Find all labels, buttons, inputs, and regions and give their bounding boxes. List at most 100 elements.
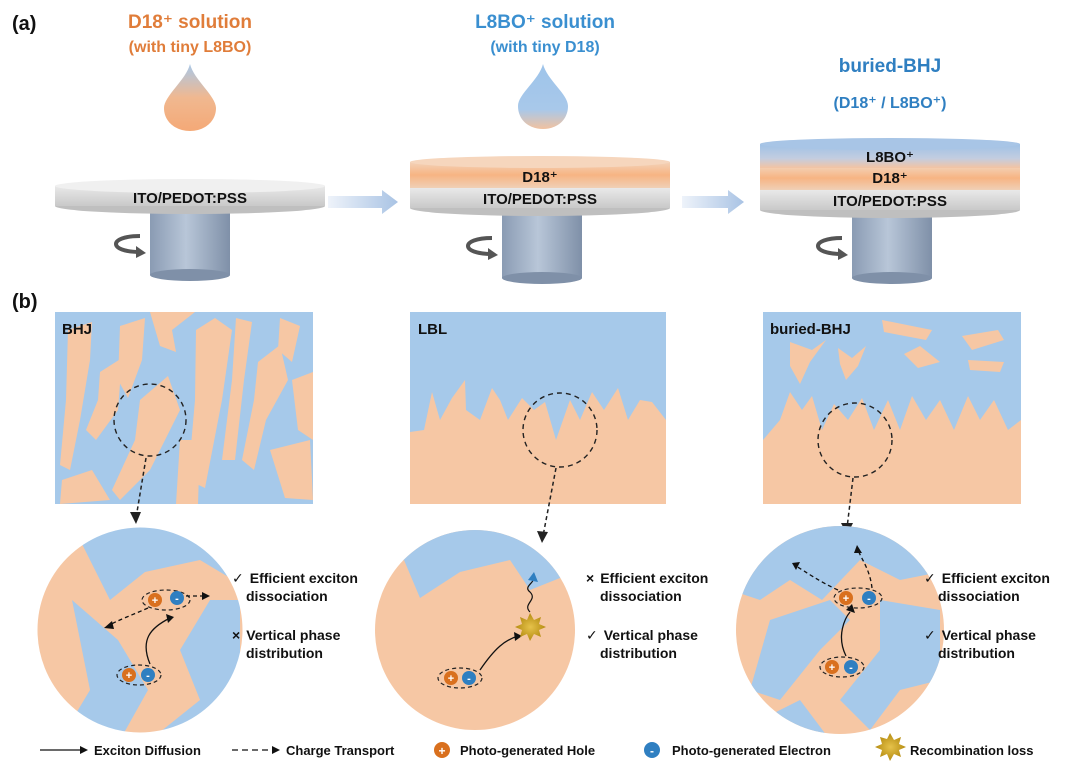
step3-group: buried-BHJ (D18⁺ / L8BO⁺) L8BO⁺ D18⁺ ITO…	[760, 56, 1020, 284]
legend-electron-icon	[644, 742, 660, 758]
lbl-feature1-line2: dissociation	[600, 588, 682, 604]
bhj-zoom-arrowhead	[130, 512, 141, 524]
spin-stand-base	[150, 269, 230, 281]
buried-bhj-feature2-mark: ✓	[924, 627, 936, 643]
hole-icon-symbol: +	[152, 595, 158, 607]
recombination-star	[515, 613, 546, 641]
charge-transport-arrow	[795, 565, 839, 591]
electron-icon	[844, 660, 858, 674]
legend-electron-symbol: -	[650, 744, 654, 758]
charge-transport-arrowhead	[104, 621, 114, 629]
step3-subtitle: (D18⁺ / L8BO⁺)	[834, 95, 947, 112]
step2-substrate-label: ITO/PEDOT:PSS	[483, 191, 597, 208]
recombination-wave-head	[528, 572, 538, 582]
exciton-diffusion-arrow	[840, 611, 851, 657]
bhj-feature2-line1: ×Vertical phase	[232, 627, 341, 643]
hole-icon-symbol: +	[448, 673, 454, 685]
buried-bhj-charge-processes: + - + -	[792, 545, 883, 678]
bhj-zoom-circle	[113, 383, 187, 457]
rotation-arrow-icon	[816, 236, 843, 256]
legend-hole-label: Photo-generated Hole	[460, 743, 595, 758]
buried-bhj-morphology: buried-BHJ	[763, 312, 1021, 535]
blue-droplet-icon	[518, 64, 568, 129]
hole-icon	[122, 668, 136, 682]
process-arrow-1	[328, 190, 398, 214]
step1-group: D18⁺ solution (with tiny L8BO) ITO/PEDOT…	[55, 12, 325, 281]
buried-bhj-feature2-text: Vertical phase	[942, 627, 1036, 643]
lbl-feature1-mark: ×	[586, 570, 594, 586]
step1-solution-title: D18⁺ solution	[128, 12, 252, 33]
exciton-diffusion-arrowhead	[514, 632, 522, 641]
buried-bhj-feature1-line1: ✓Efficient exciton	[924, 570, 1050, 586]
exciton-pair-outline	[437, 667, 483, 689]
step1-solution-subtitle: (with tiny L8BO)	[129, 39, 252, 56]
legend-recombination-icon	[875, 733, 906, 761]
panel-b-label: (b)	[12, 291, 38, 313]
exciton-pair-outline	[141, 589, 191, 611]
step3-title: buried-BHJ	[839, 56, 941, 77]
exciton-pair-outline	[833, 587, 883, 609]
lbl-charge-processes: + -	[437, 572, 546, 689]
lbl-zoom-arrowhead	[537, 531, 548, 543]
buried-bhj-zoom-line	[846, 477, 854, 529]
rotation-arrow-icon	[466, 236, 493, 256]
electron-icon-symbol: -	[467, 673, 471, 685]
lbl-features: × Efficient exciton dissociation ✓Vertica…	[586, 570, 708, 661]
lbl-zoom-circle	[522, 392, 598, 468]
legend-exciton-diffusion-label: Exciton Diffusion	[94, 743, 201, 758]
bhj-feature1-mark: ✓	[232, 570, 244, 586]
process-arrow-2	[682, 190, 744, 214]
exciton-pair-outline	[819, 656, 865, 678]
bhj-feature2-mark: ×	[232, 627, 240, 643]
bhj-zoom-line	[135, 457, 147, 519]
legend-charge-transport-arrowhead	[272, 746, 280, 754]
electron-icon-symbol: -	[146, 670, 150, 682]
bhj-feature1-text: Efficient exciton	[250, 570, 358, 586]
buried-bhj-title: buried-BHJ	[770, 321, 851, 338]
bhj-feature1-line2: dissociation	[246, 588, 328, 604]
hole-icon-symbol: +	[126, 670, 132, 682]
lbl-feature1-line1: × Efficient exciton	[586, 570, 708, 586]
exciton-diffusion-arrow	[145, 617, 171, 665]
electron-icon	[170, 591, 184, 605]
bhj-morphology: BHJ	[55, 312, 313, 524]
legend-hole-symbol: +	[438, 744, 445, 758]
legend-exciton-diffusion-arrowhead	[80, 746, 88, 754]
legend-recombination-label: Recombination loss	[910, 743, 1034, 758]
charge-transport-arrowhead	[854, 545, 862, 553]
lbl-zoom-detail	[375, 530, 575, 730]
electron-icon	[862, 591, 876, 605]
charge-transport-arrowhead	[202, 592, 210, 600]
hole-icon	[148, 593, 162, 607]
step3-layer1-label: D18⁺	[872, 170, 907, 187]
step2-solution-title: L8BO⁺ solution	[475, 12, 615, 33]
hole-icon	[825, 660, 839, 674]
rotation-arrow-icon	[114, 234, 141, 254]
d18-layer-top	[410, 156, 670, 168]
lbl-zoom-line	[542, 467, 557, 537]
lbl-feature1-text: Efficient exciton	[600, 570, 708, 586]
exciton-diffusion-arrowhead	[846, 604, 855, 613]
bhj-charge-processes: + - + -	[104, 589, 210, 686]
lbl-title: LBL	[418, 321, 447, 338]
substrate-side	[760, 190, 1020, 210]
bhj-zoom-outline	[36, 526, 244, 734]
step2-group: L8BO⁺ solution (with tiny D18) D18⁺ ITO/…	[410, 12, 670, 284]
spin-stand-base	[852, 272, 932, 284]
buried-bhj-zoom-circle	[817, 402, 893, 478]
recombination-loss-icon	[515, 613, 546, 641]
panel-a-label: (a)	[12, 13, 36, 35]
lbl-feature2-text: Vertical phase	[604, 627, 698, 643]
bhj-title: BHJ	[62, 321, 92, 338]
charge-transport-arrowhead	[792, 562, 800, 570]
hole-icon	[444, 671, 458, 685]
rotation-arrow-head	[136, 246, 146, 258]
d18-layer	[760, 166, 1020, 190]
rotation-arrow-head	[488, 248, 498, 260]
exciton-pair-outline	[116, 664, 162, 686]
legend-charge-transport-label: Charge Transport	[286, 743, 395, 758]
lbl-feature2-line1: ✓Vertical phase	[586, 627, 698, 643]
buried-bhj-feature1-mark: ✓	[924, 570, 936, 586]
hole-icon-symbol: +	[829, 662, 835, 674]
exciton-diffusion-arrowhead	[166, 614, 174, 623]
